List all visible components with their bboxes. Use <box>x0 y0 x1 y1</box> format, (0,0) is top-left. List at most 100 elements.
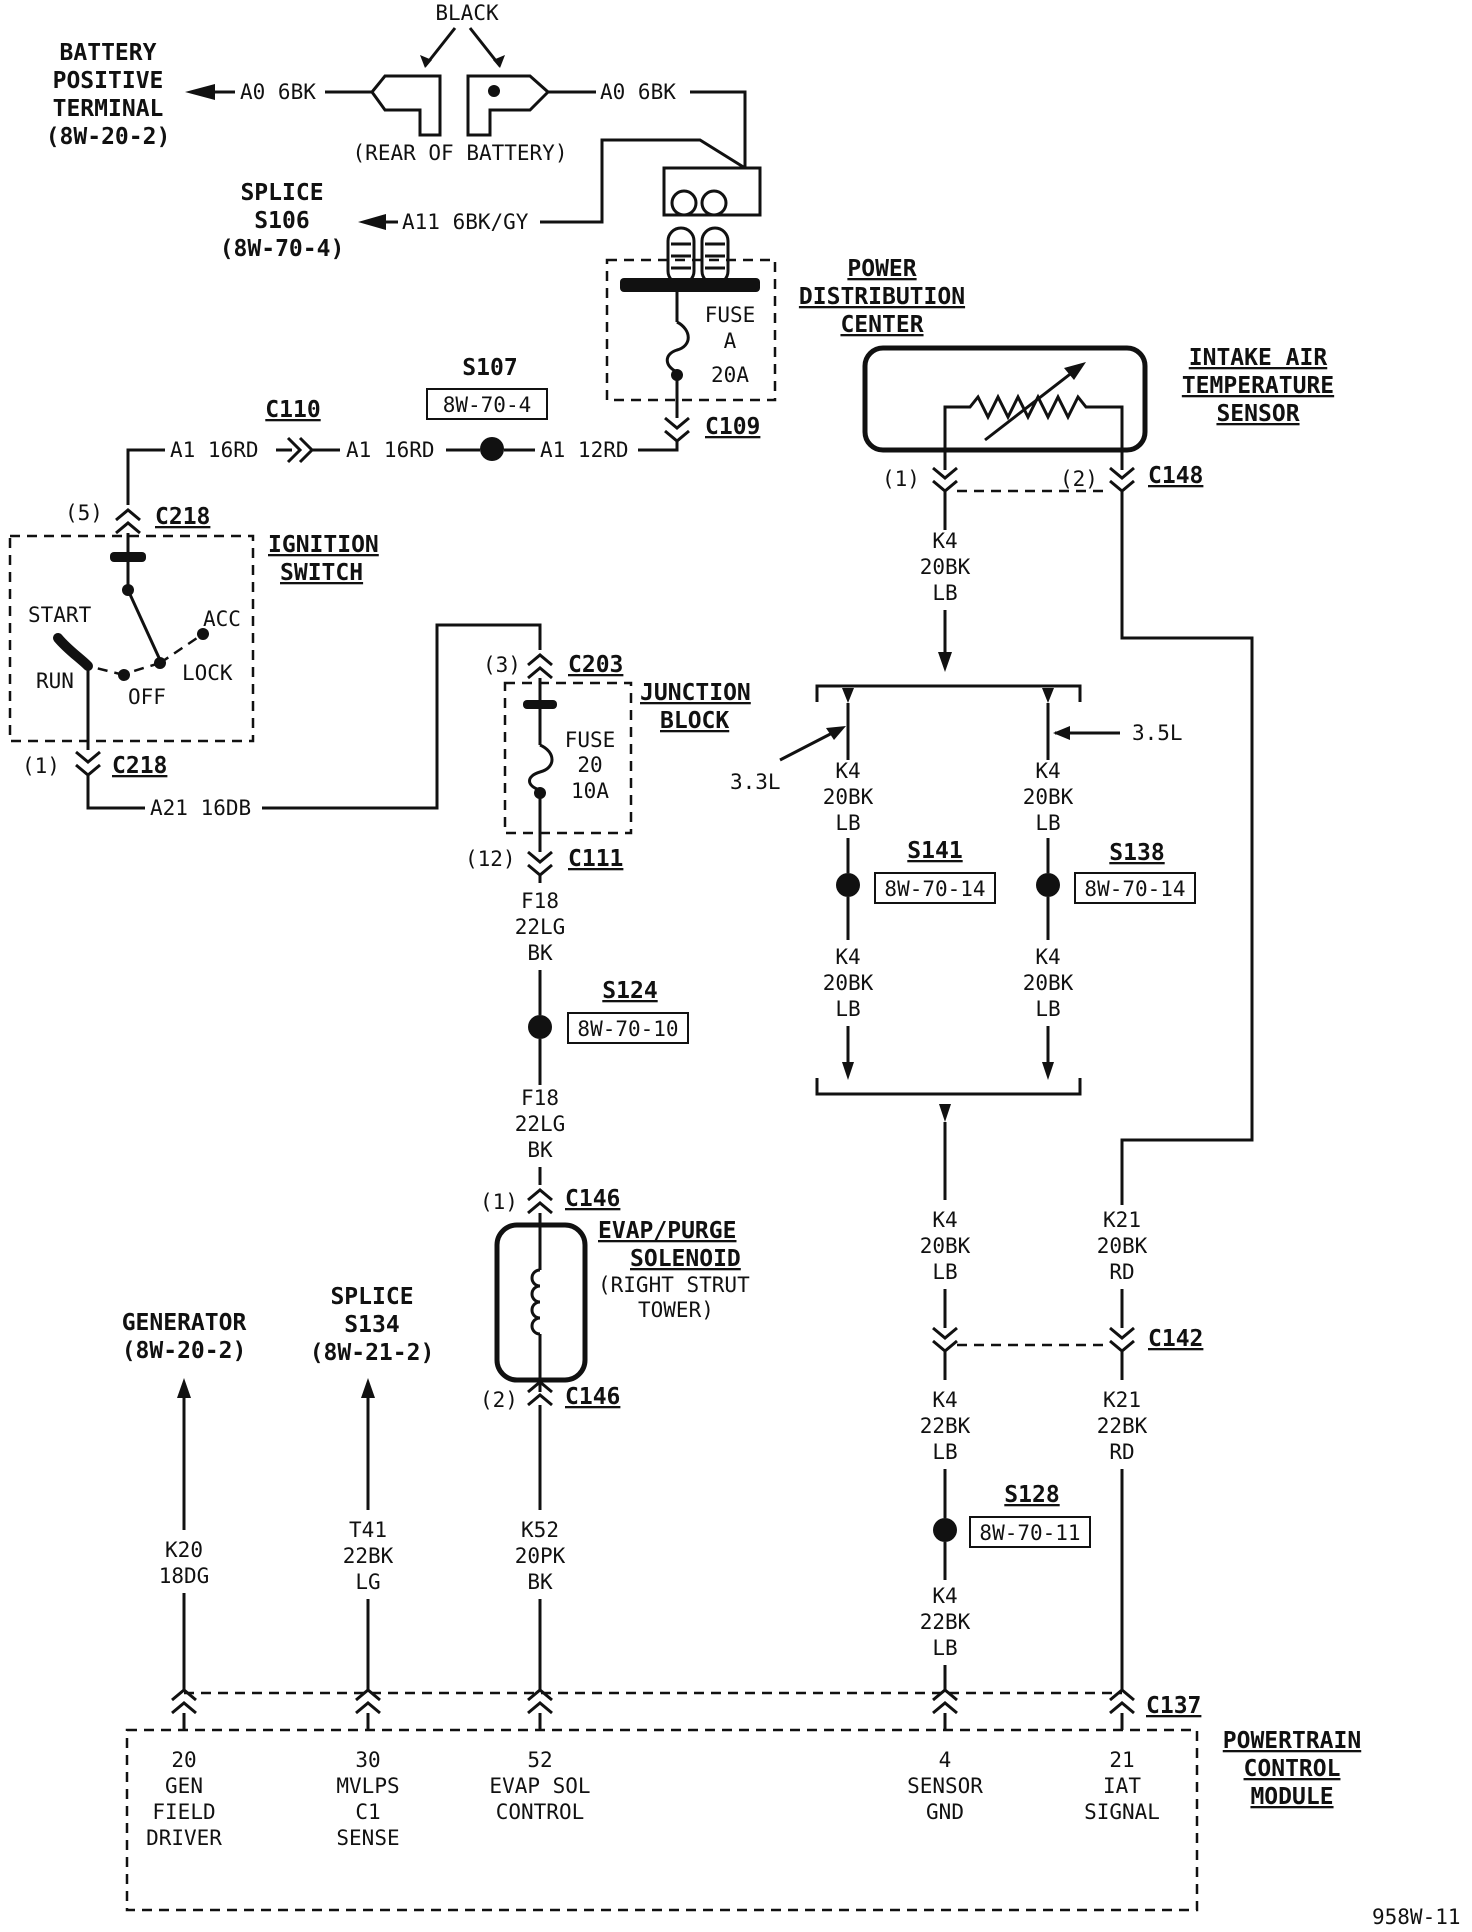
wire-k4-e-1: K4 <box>932 1584 957 1608</box>
ignition-start-label: START <box>28 603 92 627</box>
wire-f18-b-1: F18 <box>521 1086 559 1110</box>
ignition-acc-dot <box>197 628 209 640</box>
ignition-switch-section: (5) C218 START RUN OFF LOCK ACC IGNITION… <box>8 501 542 820</box>
c148-pin1: (1) <box>882 467 920 491</box>
wire-k4-35-b-3: LB <box>1035 997 1060 1021</box>
s106-label-1: SPLICE <box>240 180 323 206</box>
battery-section: BATTERY POSITIVE TERMINAL (8W-20-2) A0 6… <box>46 1 747 168</box>
c218-top-pin: (5) <box>65 501 103 525</box>
c142-pin-k21-symbol <box>1109 1326 1135 1353</box>
pcm-label-2: CONTROL <box>1244 1756 1341 1782</box>
s106-label-2: S106 <box>254 208 309 234</box>
wire-t41-1: T41 <box>349 1518 387 1542</box>
generator-label-1: GENERATOR <box>122 1310 247 1336</box>
pcm-pin20-line2: FIELD <box>152 1800 215 1824</box>
arrow-to-s134 <box>361 1378 375 1398</box>
c137-pin30-symbol <box>355 1688 381 1715</box>
battery-label-3: TERMINAL <box>53 96 164 122</box>
branch-35-pointer-head <box>1053 726 1070 740</box>
c110-label: C110 <box>265 397 320 423</box>
wire-k52-1: K52 <box>521 1518 559 1542</box>
s128-ref: 8W-70-11 <box>979 1521 1080 1545</box>
wire-k4-35-b-1: K4 <box>1035 945 1060 969</box>
branch-merge-arrow <box>939 1104 951 1122</box>
wire-k4-33-b-3: LB <box>835 997 860 1021</box>
ignition-start-run-contact <box>53 633 93 671</box>
c146-bottom-pin: (2) <box>480 1388 518 1412</box>
wire-f18-a-1: F18 <box>521 889 559 913</box>
splice-s106-section: SPLICE S106 (8W-70-4) A11 6BK/GY <box>220 138 746 262</box>
wire-a21-left <box>86 775 145 810</box>
c109-label: C109 <box>705 414 760 440</box>
branch-35-arrow-top <box>1042 688 1054 703</box>
fuse20-label-2: 20 <box>577 753 602 777</box>
ignition-lock-label: LOCK <box>182 661 233 685</box>
rear-of-battery-label: (REAR OF BATTERY) <box>353 141 568 165</box>
junction-block-box <box>503 681 633 835</box>
c218-top-label: C218 <box>155 504 210 530</box>
s107-ref-box <box>426 388 548 420</box>
arrow-to-s106 <box>358 214 386 230</box>
ignition-off-dash <box>123 661 161 676</box>
s124-ref-box <box>567 1012 689 1044</box>
wire-a1-mid-label: A1 16RD <box>346 438 435 462</box>
s138-name: S138 <box>1109 840 1164 866</box>
branch-35-tag: 3.5L <box>1132 721 1183 745</box>
terminal-stud-dot <box>488 85 500 97</box>
c148-label: C148 <box>1148 463 1203 489</box>
fuse20-bar <box>523 700 557 709</box>
pdc-stud-block <box>662 166 762 217</box>
c137-pin21-symbol <box>1109 1688 1135 1715</box>
ignition-run-label: RUN <box>36 669 74 693</box>
junction-block-section: (3) C203 FUSE 20 10A JUNCTION BLOCK (12)… <box>465 652 751 1185</box>
pcm-pin4-line2: GND <box>926 1800 964 1824</box>
pcm-pin30-line1: MVLPS <box>336 1774 399 1798</box>
wire-k4-35-a-2: 20BK <box>1023 785 1074 809</box>
s134-label-3: (8W-21-2) <box>310 1340 435 1366</box>
c218-bottom-pin: (1) <box>22 754 60 778</box>
iat-sensor-body <box>862 345 1148 453</box>
wire-k4-e-3: LB <box>932 1636 957 1660</box>
wire-k4-e-2: 22BK <box>920 1610 971 1634</box>
generator-label-2: (8W-20-2) <box>122 1338 247 1364</box>
battery-label-2: POSITIVE <box>53 68 164 94</box>
s141-name: S141 <box>907 838 962 864</box>
wire-a11 <box>540 138 746 224</box>
branch-33-tag: 3.3L <box>730 770 781 794</box>
wire-k4-d-1: K4 <box>932 1388 957 1412</box>
s128-ref-box <box>969 1516 1091 1548</box>
evap-coil <box>530 1268 541 1336</box>
c137-label: C137 <box>1146 1693 1201 1719</box>
wire-k21-a-1: K21 <box>1103 1208 1141 1232</box>
c111-pin: (12) <box>465 847 516 871</box>
c218-top-connector-symbol <box>115 508 141 535</box>
c137-pin20-symbol <box>171 1688 197 1715</box>
wire-a21-label: A21 16DB <box>150 796 251 820</box>
wire-k4-iat-1: K4 <box>932 529 957 553</box>
wire-k4-iat-2: 20BK <box>920 555 971 579</box>
s124-ref: 8W-70-10 <box>577 1017 678 1041</box>
ignition-switch-box <box>8 534 255 743</box>
wire-k21-a-2: 20BK <box>1097 1234 1148 1258</box>
pdc-label-1: POWER <box>847 256 916 282</box>
branch-bottom-bracket <box>815 1078 1082 1096</box>
s106-label-3: (8W-70-4) <box>220 236 345 262</box>
battery-label-1: BATTERY <box>60 40 157 66</box>
wire-k4-c-3: LB <box>932 1260 957 1284</box>
battery-terminal-left <box>370 74 442 137</box>
evap-sub-2: TOWER) <box>638 1298 714 1322</box>
wire-k4-33-b-2: 20BK <box>823 971 874 995</box>
wire-k4-33-a-1: K4 <box>835 759 860 783</box>
iat-variable-arrow <box>984 366 1079 442</box>
s138-ref-box <box>1074 872 1196 904</box>
wire-k4-c-1: K4 <box>932 1208 957 1232</box>
ignition-bar <box>110 552 146 562</box>
c137-pin52-symbol <box>527 1688 553 1715</box>
wire-f18-a-3: BK <box>527 941 553 965</box>
c203-label: C203 <box>568 652 623 678</box>
c146-bottom-connector-symbol <box>527 1380 553 1407</box>
iat-variable-arrowhead <box>1064 362 1086 380</box>
iat-label-2: TEMPERATURE <box>1182 373 1334 399</box>
black-arrowhead-right <box>493 55 505 68</box>
